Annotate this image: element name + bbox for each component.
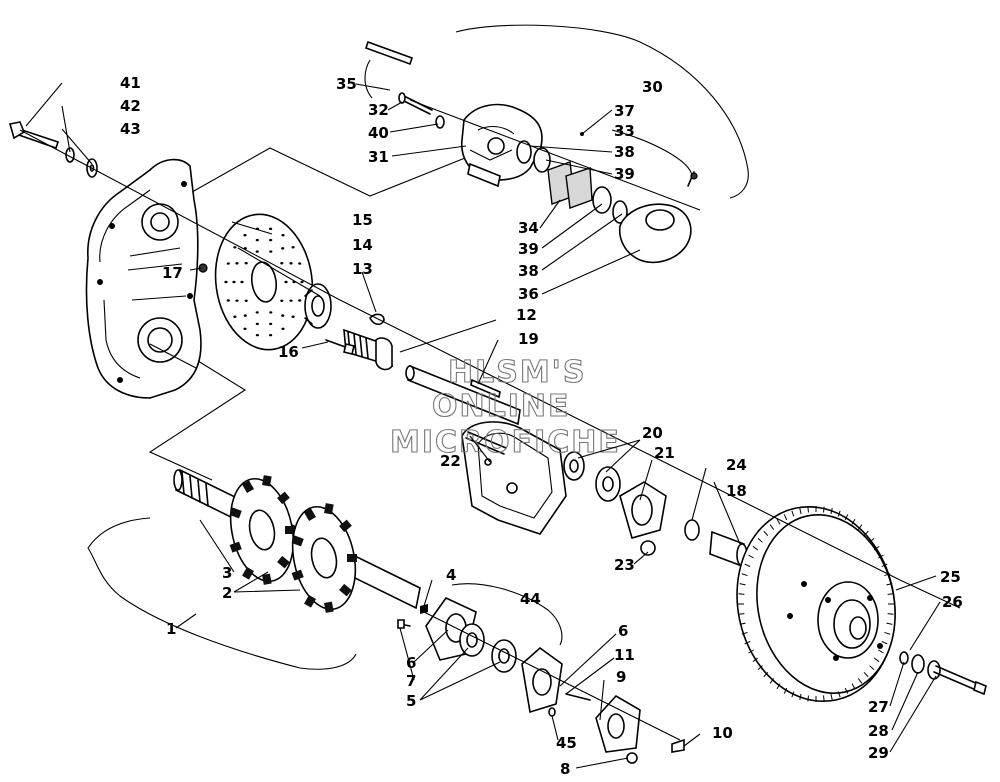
callout-16: 16 [278, 343, 299, 361]
callout-22: 22 [440, 452, 461, 470]
group-brackets [87, 24, 749, 670]
bearings-right [563, 451, 748, 568]
bolt-29 [933, 665, 987, 696]
callout-40: 40 [368, 124, 389, 142]
callout-14: 14 [352, 236, 373, 254]
callout-3: 3 [222, 564, 232, 582]
key-19 [470, 378, 501, 399]
callout-29: 29 [868, 744, 889, 762]
callout-26: 26 [942, 593, 963, 611]
callout-17: 17 [162, 264, 183, 282]
callout-32: 32 [368, 101, 389, 119]
callout-42: 42 [120, 97, 141, 115]
callout-19: 19 [518, 330, 539, 348]
callout-24: 24 [726, 456, 747, 474]
washer-27 [899, 651, 909, 665]
callout-13: 13 [352, 260, 373, 278]
brake-disc [214, 213, 314, 351]
callout-39b: 39 [518, 240, 539, 258]
caliper-assembly [364, 40, 698, 264]
callouts: 41 42 43 15 14 13 17 16 12 19 35 32 40 3… [120, 74, 963, 778]
callout-10: 10 [712, 724, 733, 742]
callout-11: 11 [614, 646, 635, 664]
callout-41: 41 [120, 74, 141, 92]
watermark-line-3: MICROFICHE [390, 425, 621, 460]
callout-4: 4 [446, 566, 456, 584]
callout-6b: 6 [618, 622, 628, 640]
callout-12: 12 [516, 306, 537, 324]
bearing-group [397, 596, 685, 764]
callout-30: 30 [642, 78, 663, 96]
callout-36: 36 [518, 285, 539, 303]
watermark-line-2: ONLINE [432, 389, 571, 424]
center-lines [19, 99, 961, 741]
callout-2: 2 [222, 584, 232, 602]
callout-15: 15 [352, 211, 373, 229]
driveshaft-12 [405, 364, 521, 426]
callout-43: 43 [120, 120, 141, 138]
watermark-line-1: HLSM'S [448, 355, 586, 390]
watermark: HLSM'S ONLINE MICROFICHE [389, 354, 621, 460]
callout-23: 23 [614, 556, 635, 574]
callout-20: 20 [642, 424, 663, 442]
callout-25: 25 [940, 568, 961, 586]
gearcase-housing [85, 158, 208, 399]
callout-21: 21 [654, 444, 675, 462]
chaincase-bracket [461, 421, 567, 535]
callout-37: 37 [614, 102, 635, 120]
washer-28 [911, 654, 925, 674]
leader-lines [25, 82, 941, 769]
track-driveshaft [173, 468, 421, 613]
callout-44: 44 [520, 590, 541, 608]
callout-6a: 6 [406, 654, 416, 672]
callout-34: 34 [518, 219, 539, 237]
callout-7: 7 [406, 672, 416, 690]
callout-27: 27 [868, 698, 889, 716]
callout-18: 18 [726, 482, 747, 500]
driven-pulley [736, 505, 896, 703]
callout-31: 31 [368, 148, 389, 166]
bolt-41 [8, 121, 59, 149]
callout-38b: 38 [518, 262, 539, 280]
callout-8: 8 [560, 760, 570, 778]
bolt-16 [325, 339, 349, 349]
callout-1: 1 [166, 620, 176, 638]
disc-hub [304, 283, 332, 329]
callout-9: 9 [616, 668, 626, 686]
callout-5: 5 [406, 692, 416, 710]
callout-35: 35 [336, 75, 357, 93]
callout-28: 28 [868, 722, 889, 740]
callout-33: 33 [614, 122, 635, 140]
callout-39a: 39 [614, 165, 635, 183]
callout-38a: 38 [614, 143, 635, 161]
callout-45: 45 [556, 734, 577, 752]
